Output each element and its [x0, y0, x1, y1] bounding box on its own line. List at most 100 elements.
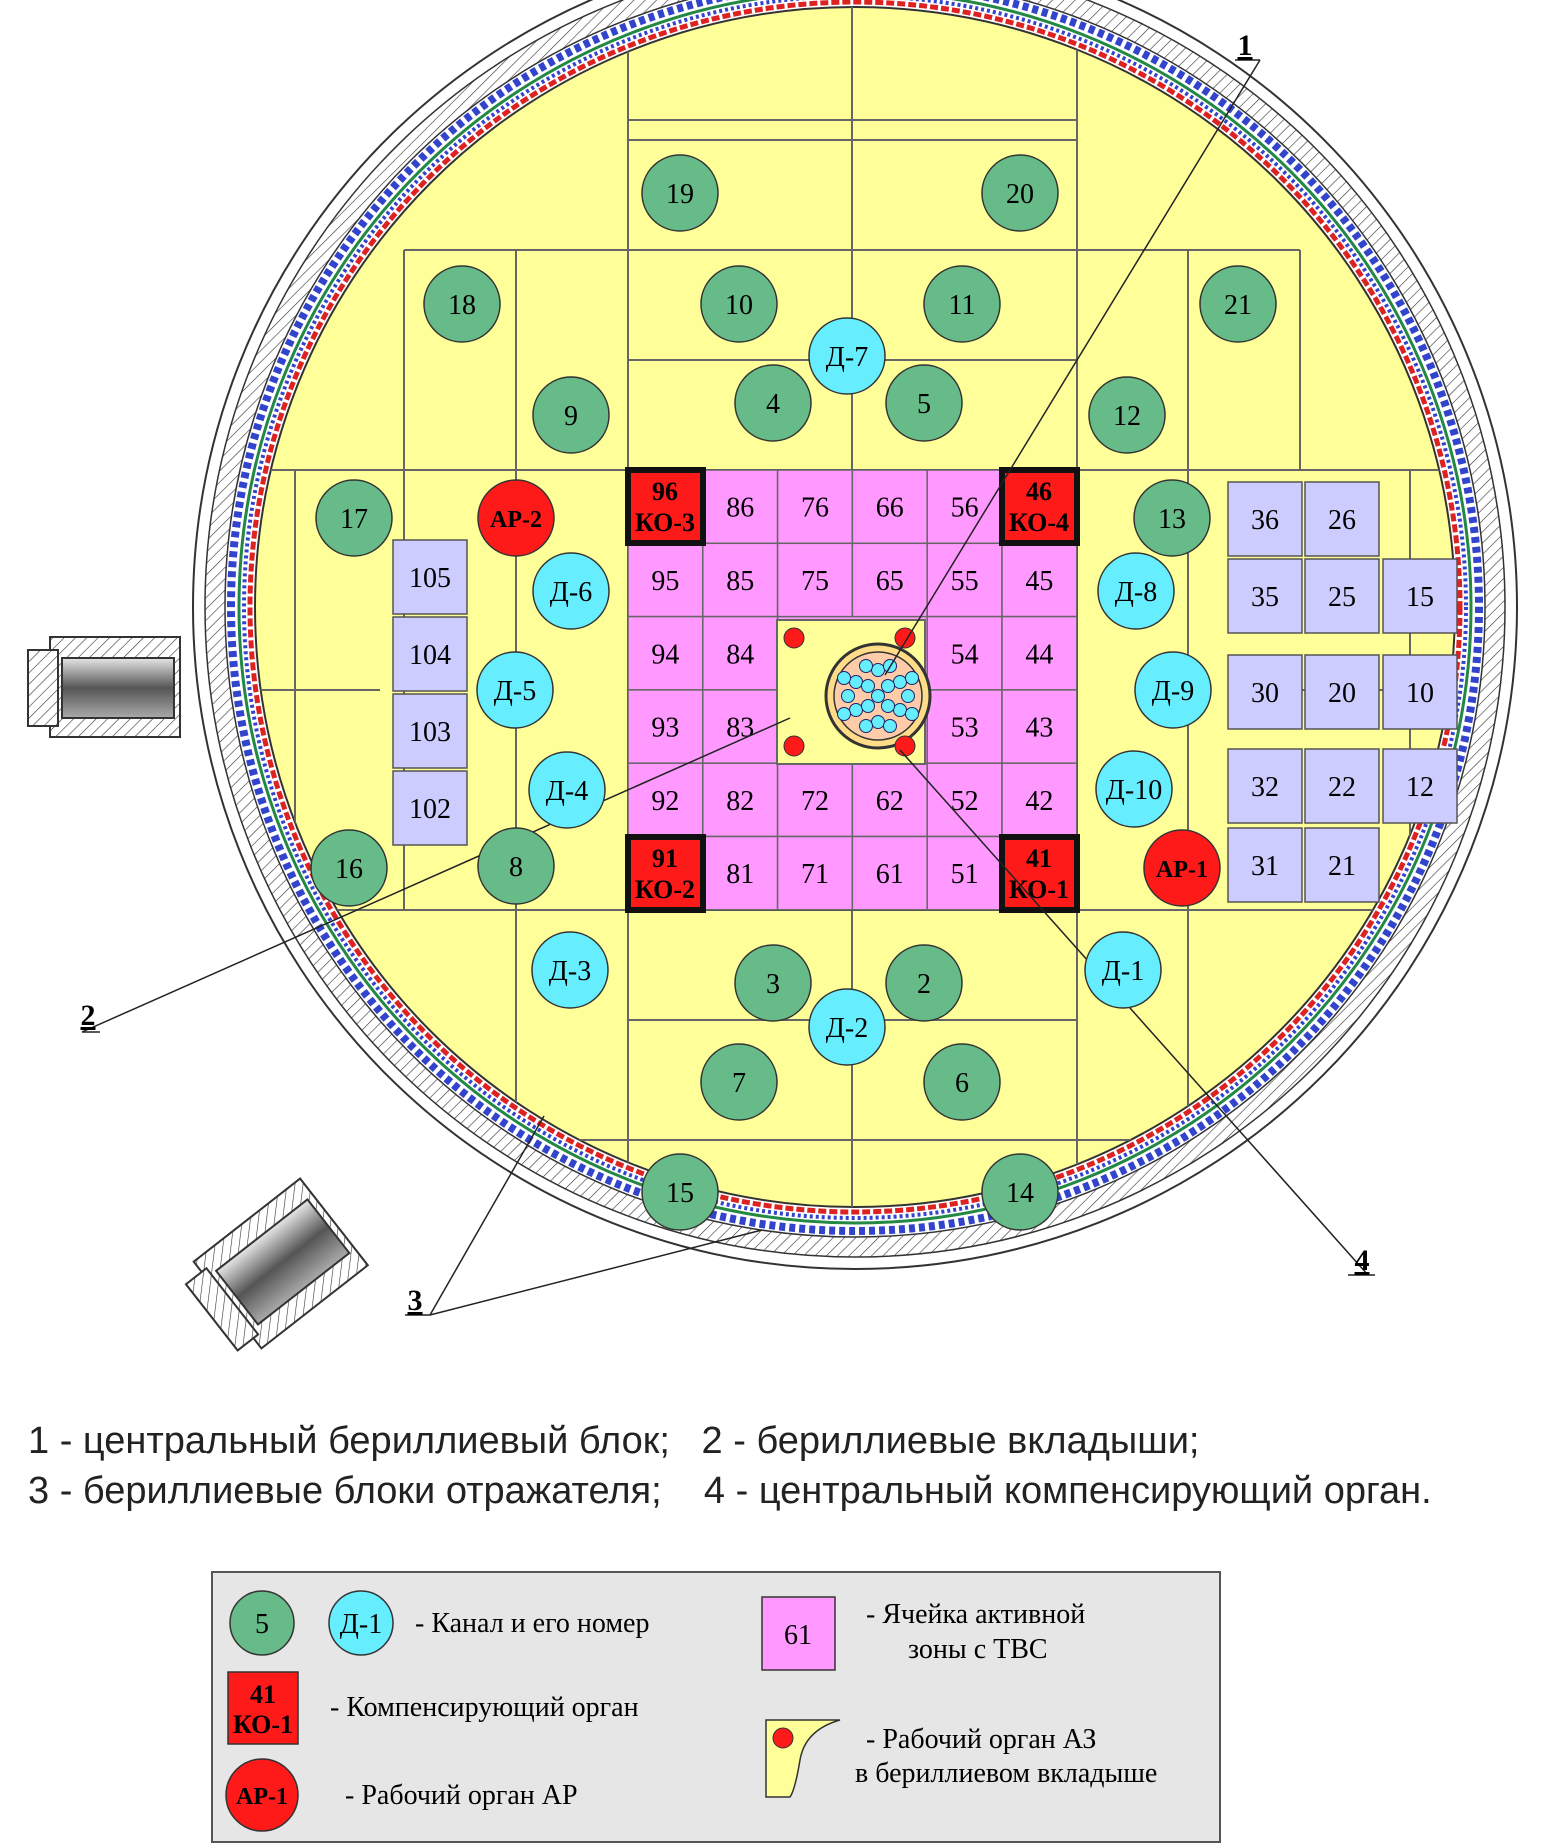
core-cell-label: 61	[876, 859, 904, 890]
compensator-box	[625, 834, 706, 913]
core-cell	[926, 542, 1003, 618]
detector-circle	[1097, 552, 1175, 630]
channel-circle	[734, 364, 812, 442]
fuel-rod	[849, 703, 863, 717]
channel-label: 11	[949, 290, 976, 321]
block-cell	[1304, 827, 1380, 903]
fuel-rod	[837, 707, 851, 721]
compensator-name: КО-2	[635, 875, 695, 904]
channel-circle	[477, 827, 555, 905]
compensator-num: 91	[652, 844, 678, 873]
callout-4: 4	[1355, 1244, 1370, 1277]
fuel-rod	[841, 689, 855, 703]
core-cell	[851, 542, 928, 618]
core-cell-label: 53	[951, 713, 979, 744]
core-cell-label: 72	[801, 786, 829, 817]
legend-channel-sample: 5	[255, 1609, 269, 1640]
channel-circle	[981, 154, 1059, 232]
core-cell-label: 83	[726, 713, 754, 744]
callout-2: 2	[81, 999, 96, 1032]
legend-cell-text-2: зоны с ТВС	[908, 1634, 1048, 1665]
detector-label: Д-9	[1152, 676, 1194, 707]
fuel-rod	[859, 659, 873, 673]
core-cell-label: 51	[951, 859, 979, 890]
callout-3: 3	[408, 1284, 423, 1317]
core-cell-label: 95	[651, 566, 679, 597]
block-cell	[1304, 481, 1380, 557]
caption-line-2: 3 - бериллиевые блоки отражателя; 4 - це…	[28, 1470, 1432, 1512]
block-label: 105	[409, 563, 451, 594]
caption-line-1: 1 - центральный бериллиевый блок; 2 - бе…	[28, 1420, 1200, 1462]
block-cell	[392, 539, 468, 615]
block-label: 15	[1406, 582, 1434, 613]
fuel-rod	[861, 699, 875, 713]
legend-cell-sample: 61	[784, 1620, 812, 1651]
regulator-circle	[477, 479, 555, 557]
channel-label: 6	[955, 1068, 969, 1099]
channel-circle	[423, 265, 501, 343]
core-cell-label: 81	[726, 859, 754, 890]
block-label: 35	[1251, 582, 1279, 613]
block-cell	[1304, 558, 1380, 634]
core-cell	[1001, 542, 1078, 618]
channel-circle	[923, 265, 1001, 343]
channel-circle	[641, 1153, 719, 1231]
detector-label: Д-8	[1115, 577, 1157, 608]
channel-label: 2	[917, 969, 931, 1000]
core-cell-label: 85	[726, 566, 754, 597]
channel-circle	[1199, 265, 1277, 343]
channel-circle	[310, 829, 388, 907]
channel-label: 17	[340, 504, 368, 535]
block-label: 25	[1328, 582, 1356, 613]
core-cell	[776, 469, 854, 545]
channel-circle	[981, 1153, 1059, 1231]
core-cell-label: 44	[1025, 639, 1053, 670]
block-cell	[392, 693, 468, 769]
az-rod-3	[783, 735, 805, 757]
channel-label: 8	[509, 852, 523, 883]
block-label: 104	[409, 640, 451, 671]
core-cell	[926, 835, 1003, 911]
block-label: 32	[1251, 772, 1279, 803]
block-label: 103	[409, 717, 451, 748]
core-cell	[1001, 615, 1078, 691]
left-pipe-flange	[27, 649, 59, 727]
legend-detector-sample: Д-1	[340, 1609, 382, 1640]
left-pipe-core	[61, 657, 175, 719]
az-rod-1	[783, 627, 805, 649]
core-cell	[851, 762, 928, 838]
fuel-rod	[905, 671, 919, 685]
block-label: 26	[1328, 505, 1356, 536]
detector-circle	[532, 552, 610, 630]
detector-circle	[808, 988, 886, 1066]
legend-compensator-name: КО-1	[233, 1710, 293, 1739]
callout-1: 1	[1238, 29, 1253, 62]
az-rod-4	[894, 735, 916, 757]
channel-label: 15	[666, 1178, 694, 1209]
core-cell	[702, 835, 779, 911]
compensator-name: КО-1	[1009, 875, 1069, 904]
core-cell-label: 45	[1025, 566, 1053, 597]
fuel-rod	[871, 715, 885, 729]
block-label: 10	[1406, 678, 1434, 709]
channel-label: 9	[564, 401, 578, 432]
core-cell	[776, 542, 854, 618]
block-cell	[1227, 558, 1303, 634]
channel-label: 12	[1113, 401, 1141, 432]
channel-label: 13	[1158, 504, 1186, 535]
core-cell-label: 86	[726, 493, 754, 524]
block-cell	[1227, 748, 1303, 824]
channel-circle	[923, 1043, 1001, 1121]
detector-label: Д-7	[826, 342, 868, 373]
block-label: 20	[1328, 678, 1356, 709]
block-cell	[1382, 654, 1458, 730]
channel-label: 4	[766, 389, 780, 420]
channel-circle	[734, 944, 812, 1022]
core-cell	[702, 542, 779, 618]
